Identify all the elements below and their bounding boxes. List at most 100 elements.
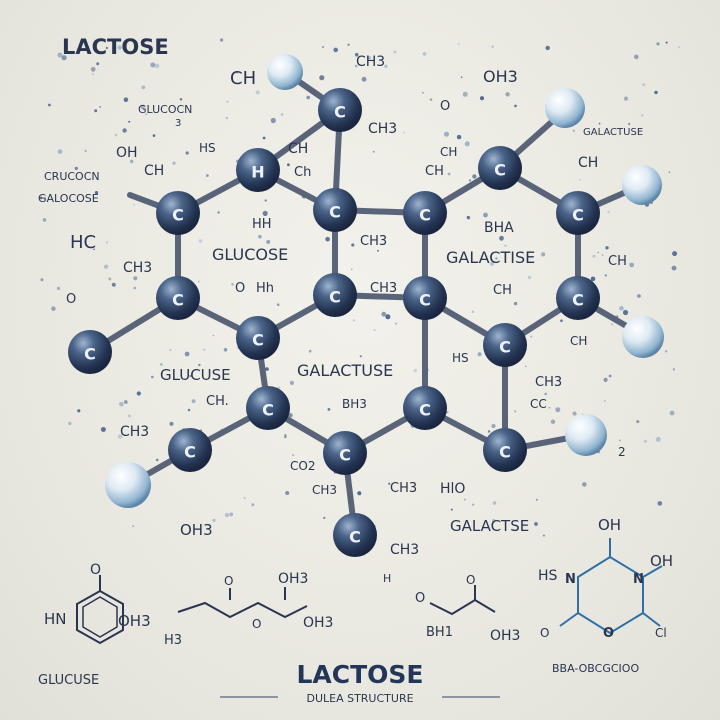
particle-dot xyxy=(603,377,608,382)
particle-dot xyxy=(628,122,631,125)
particle-dot xyxy=(308,349,312,353)
particle-dot xyxy=(289,380,294,385)
particle-dot xyxy=(622,309,629,316)
particle-dot xyxy=(130,159,134,164)
group-label-ch: Ch xyxy=(294,165,311,180)
particle-dot xyxy=(93,248,95,251)
particle-dot xyxy=(197,280,200,283)
side-label-glucocn-sub: 3 xyxy=(175,118,181,129)
particle-dot xyxy=(479,96,485,101)
particle-dot xyxy=(133,276,138,281)
particle-dot xyxy=(655,436,661,442)
particle-dot xyxy=(654,90,658,95)
carbon-atom: C xyxy=(403,386,447,430)
particle-dot xyxy=(169,349,172,352)
particle-dot xyxy=(668,171,671,174)
particle-dot xyxy=(413,368,417,373)
particle-dot xyxy=(605,246,609,250)
bottom-title: LACTOSE xyxy=(296,660,423,689)
carbon-atom: C xyxy=(68,330,112,374)
particle-dot xyxy=(671,265,677,271)
chain-o: O xyxy=(224,574,233,588)
particle-dot xyxy=(264,199,267,202)
particle-dot xyxy=(140,104,145,110)
group-label-ch3: CH3 xyxy=(356,54,385,70)
group-label-hs: HS xyxy=(199,141,216,155)
particle-dot xyxy=(105,46,108,50)
particle-dot xyxy=(372,150,375,153)
particle-dot xyxy=(351,243,355,247)
svg-text:C: C xyxy=(329,203,341,222)
particle-dot xyxy=(133,203,136,206)
particle-dot xyxy=(226,100,229,103)
particle-dot xyxy=(151,375,154,379)
group-label-co2: CO2 xyxy=(290,459,315,473)
svg-text:C: C xyxy=(252,331,264,350)
group-label-ch3: CH3 xyxy=(535,375,562,390)
particle-dot xyxy=(388,482,391,485)
particle-dot xyxy=(462,91,468,97)
particle-dot xyxy=(155,458,159,462)
particle-dot xyxy=(544,392,547,396)
heterocycle-hs: HS xyxy=(538,568,558,584)
svg-text:C: C xyxy=(84,345,96,364)
svg-text:C: C xyxy=(419,291,431,310)
side-label-galactuse: GALACTUSE xyxy=(583,127,643,138)
particle-dot xyxy=(472,174,477,179)
particle-dot xyxy=(597,251,600,254)
particle-dot xyxy=(357,491,362,496)
particle-dot xyxy=(122,128,127,133)
particle-dot xyxy=(351,268,353,271)
particle-dot xyxy=(119,401,124,407)
svg-text:C: C xyxy=(494,161,506,180)
group-label-2: 2 xyxy=(618,445,626,459)
group-label-ch3: CH3 xyxy=(368,121,397,137)
particle-dot xyxy=(265,367,269,371)
particle-dot xyxy=(198,239,203,243)
side-label-galocose: GALOCOSE xyxy=(38,192,99,205)
particle-dot xyxy=(359,355,362,358)
particle-dot xyxy=(603,400,606,402)
particle-dot xyxy=(619,439,621,442)
particle-dot xyxy=(489,261,494,266)
particle-dot xyxy=(367,56,371,60)
particle-dot xyxy=(657,501,663,506)
particle-dot xyxy=(608,374,612,378)
carbon-atoms: C H C C C C C C C C C C C C C C C C C C xyxy=(68,88,600,557)
group-label-ch: CH xyxy=(144,163,164,179)
svg-text:C: C xyxy=(572,206,584,225)
particle-dot xyxy=(184,351,190,357)
particle-dot xyxy=(262,136,266,140)
particle-dot xyxy=(136,391,141,396)
heterocycle-n: N xyxy=(565,572,576,587)
particle-dot xyxy=(381,311,387,317)
carbon-atom: C xyxy=(556,191,600,235)
particle-dot xyxy=(276,303,280,307)
carbon-atom: C xyxy=(556,276,600,320)
group-label-ch3: CH3 xyxy=(370,281,397,296)
group-label-o: O xyxy=(235,281,245,296)
small-chain-bh1: BH1 xyxy=(426,625,453,640)
particle-dot xyxy=(590,276,596,282)
particle-dot xyxy=(105,241,109,244)
group-label-ch: CH xyxy=(578,155,598,171)
carbon-atom: C xyxy=(313,188,357,232)
particle-dot xyxy=(61,55,67,61)
particle-dot xyxy=(141,85,146,90)
particle-dot xyxy=(172,161,176,165)
group-label-o: O xyxy=(66,292,76,307)
group-label-ch3: CH3 xyxy=(120,424,149,440)
group-label-ch3: CH3 xyxy=(390,542,419,558)
group-label-ch: CH xyxy=(493,283,512,298)
svg-text:C: C xyxy=(172,206,184,225)
particle-dot xyxy=(236,72,239,74)
group-label-ch: CH xyxy=(570,334,587,348)
particle-dot xyxy=(643,439,647,443)
particle-dot xyxy=(604,274,607,277)
carbon-atom: C xyxy=(156,276,200,320)
group-label-h: H xyxy=(383,572,391,585)
particle-dot xyxy=(550,419,556,424)
particle-dot xyxy=(262,210,268,216)
particle-dot xyxy=(499,235,504,241)
